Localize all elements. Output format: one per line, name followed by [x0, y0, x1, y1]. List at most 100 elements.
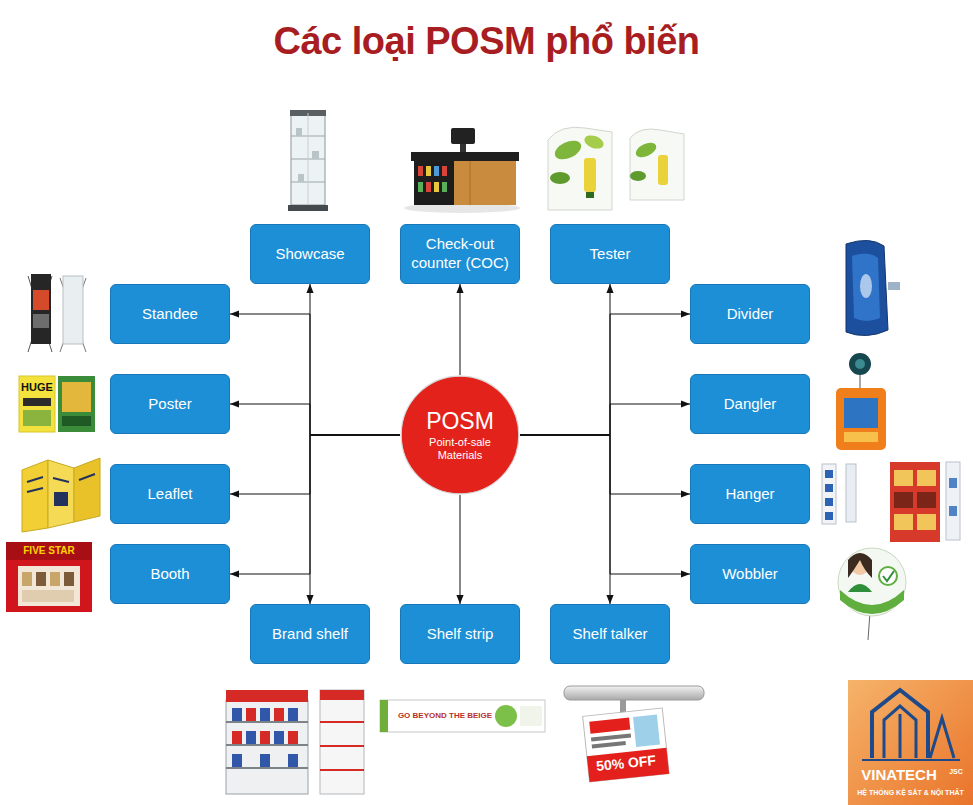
brand-shelf-illustration-part — [232, 754, 242, 767]
process-box: Booth — [110, 544, 230, 604]
booth-illustration-part — [6, 542, 92, 560]
hanger-illustration-part — [894, 492, 913, 508]
brand-shelf-illustration-part — [226, 767, 308, 769]
booth-illustration-part — [22, 572, 32, 586]
hanger-illustration-part — [917, 470, 936, 486]
brand-shelf-illustration-part — [246, 731, 256, 744]
brand-shelf-illustration-part — [288, 754, 298, 767]
illustration-label: VINATECH — [852, 767, 946, 782]
node-title: Shelf strip — [427, 625, 494, 644]
poster-illustration-part — [19, 376, 55, 432]
tester-illustration-part — [552, 137, 584, 163]
wobbler-illustration-part — [840, 590, 904, 614]
hanger-illustration — [822, 462, 960, 542]
dangler-illustration — [836, 353, 886, 450]
brand-shelf-illustration-part — [288, 708, 298, 721]
illustration-label: HUGE — [19, 382, 55, 393]
tester-illustration-part — [658, 155, 668, 185]
showcase-illustration-part — [291, 113, 325, 205]
showcase-illustration-part — [298, 174, 304, 182]
node-title: Brand shelf — [272, 625, 348, 644]
connector-arrow — [460, 495, 461, 604]
connector-arrow — [520, 435, 610, 604]
hanger-illustration-part — [917, 514, 936, 530]
standee-illustration — [28, 274, 86, 352]
shelf-talker-illustration-part — [564, 686, 704, 700]
counter-illustration-part — [418, 182, 423, 192]
brand-shelf-illustration-part — [274, 731, 284, 744]
hanger-illustration-part — [825, 470, 833, 478]
connector-arrow — [520, 314, 690, 435]
process-box: Hanger — [690, 464, 810, 524]
company-logo-part — [930, 718, 954, 758]
leaflet-illustration-part — [27, 477, 43, 482]
leaflet-illustration-part — [54, 492, 68, 506]
tester-illustration-part — [630, 129, 684, 200]
brand-shelf-illustration-part — [226, 744, 308, 746]
brand-shelf-illustration-part — [320, 690, 364, 700]
poster-illustration-part — [23, 398, 51, 406]
hanger-illustration-part — [894, 470, 913, 486]
hanger-illustration-part — [890, 462, 940, 542]
counter-illustration-part — [460, 144, 466, 153]
counter-illustration-part — [414, 161, 454, 205]
company-logo-part — [872, 690, 928, 758]
node-title: Leaflet — [147, 485, 192, 504]
brand-shelf-illustration — [226, 690, 364, 794]
connector-arrow — [310, 435, 400, 604]
node-title: Showcase — [275, 245, 344, 264]
hanger-illustration-part — [846, 464, 856, 522]
booth-illustration-part — [18, 566, 80, 606]
circle-shape — [400, 375, 520, 495]
counter-illustration-part — [426, 182, 431, 192]
wobbler-illustration-part — [838, 548, 906, 616]
brand-shelf-illustration-part — [232, 731, 242, 744]
poster-illustration-part — [62, 416, 91, 426]
node-title: Tester — [590, 245, 631, 264]
standee-illustration-part — [31, 274, 51, 344]
process-box: Check-out counter (COC) — [400, 224, 520, 284]
brand-shelf-illustration-part — [274, 708, 284, 721]
hanger-illustration-part — [825, 484, 833, 492]
wobbler-illustration-part — [883, 571, 894, 581]
counter-illustration-part — [411, 152, 519, 161]
brand-shelf-illustration-part — [320, 721, 364, 723]
shelf-talker-illustration-part — [633, 715, 660, 747]
hanger-illustration-part — [946, 462, 960, 540]
brand-shelf-illustration-part — [260, 708, 270, 721]
diagram-title: Các loại POSM phổ biến — [0, 20, 973, 63]
divider-illustration — [846, 240, 900, 335]
process-box: Shelf strip — [400, 604, 520, 664]
divider-illustration-part — [860, 274, 872, 298]
process-box: Shelf talker — [550, 604, 670, 664]
counter-illustration-part — [418, 166, 423, 176]
tester-illustration-part — [584, 158, 596, 192]
hanger-illustration-part — [917, 492, 936, 508]
standee-illustration-part — [33, 290, 49, 310]
leaflet-illustration-part — [27, 488, 43, 492]
poster-illustration-part — [58, 376, 95, 432]
hub-circle: POSMPoint-of-sale Materials — [400, 375, 520, 495]
tester-illustration — [548, 127, 684, 210]
connector-arrow — [230, 404, 400, 435]
standee-illustration-part — [63, 276, 83, 344]
connector-arrow — [520, 404, 690, 435]
company-logo — [848, 680, 973, 805]
node-subtitle: Point-of-sale Materials — [420, 436, 500, 462]
circle-fill — [401, 376, 519, 494]
process-box: Showcase — [250, 224, 370, 284]
divider-illustration-part — [888, 282, 900, 290]
leaflet-illustration-part — [48, 460, 74, 528]
poster-illustration-part — [23, 410, 51, 426]
brand-shelf-illustration-part — [260, 731, 270, 744]
connector-arrow — [230, 435, 400, 494]
process-box: Brand shelf — [250, 604, 370, 664]
showcase-illustration-part — [308, 113, 309, 205]
brand-shelf-illustration-part — [260, 754, 270, 767]
brand-shelf-illustration-part — [226, 721, 308, 723]
node-title: Shelf talker — [572, 625, 647, 644]
node-title: Poster — [148, 395, 191, 414]
dangler-illustration-part — [860, 375, 861, 388]
poster-illustration — [19, 376, 95, 432]
